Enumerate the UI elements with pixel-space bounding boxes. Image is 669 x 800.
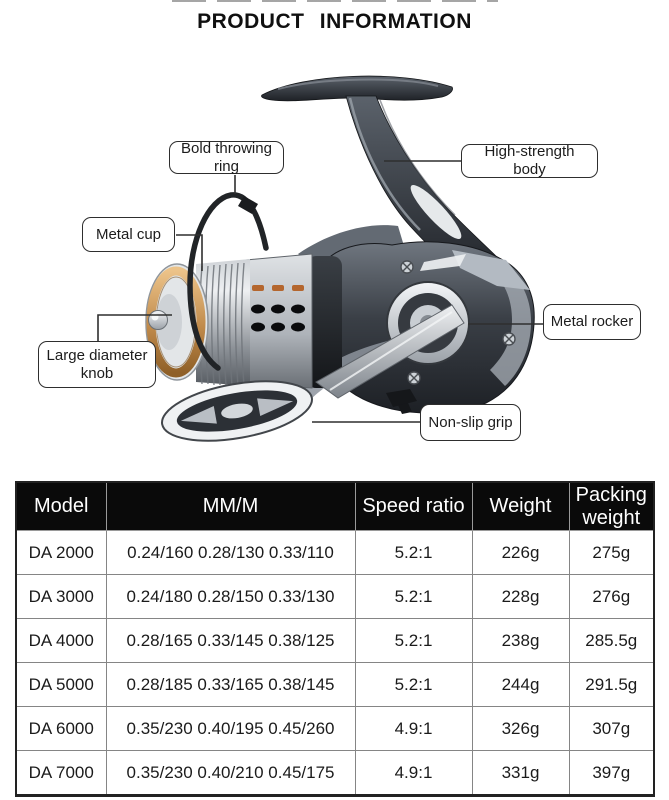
cell-packing-weight: 275g [568, 530, 655, 575]
cell-speed-ratio: 5.2:1 [354, 662, 473, 707]
table-row: DA 6000 0.35/230 0.40/195 0.45/260 4.9:1… [15, 706, 655, 751]
callout-metal-cup: Metal cup [82, 217, 175, 252]
table-row: DA 3000 0.24/180 0.28/150 0.33/130 5.2:1… [15, 574, 655, 619]
reel-stem [345, 95, 502, 287]
bail-throwing-ring [187, 192, 269, 371]
cell-speed-ratio: 5.2:1 [354, 618, 473, 663]
table-row: DA 4000 0.28/165 0.33/145 0.38/125 5.2:1… [15, 618, 655, 663]
connector-metal-cup [176, 234, 203, 271]
table-row: DA 5000 0.28/185 0.33/165 0.38/145 5.2:1… [15, 662, 655, 707]
callout-non-slip-grip: Non-slip grip [420, 404, 521, 441]
cell-mm-m: 0.24/160 0.28/130 0.33/110 [105, 530, 356, 575]
cell-packing-weight: 276g [568, 574, 655, 619]
cell-model: DA 2000 [15, 530, 107, 575]
callout-metal-rocker: Metal rocker [543, 304, 641, 340]
cell-mm-m: 0.28/165 0.33/145 0.38/125 [105, 618, 356, 663]
col-header-packing-weight: Packing weight [568, 481, 655, 531]
cell-mm-m: 0.28/185 0.33/165 0.38/145 [105, 662, 356, 707]
cell-speed-ratio: 4.9:1 [354, 750, 473, 796]
col-header-model: Model [15, 481, 107, 531]
large-diameter-knob-dome [148, 310, 168, 330]
cell-weight: 326g [471, 706, 570, 751]
callout-connector-lines [97, 160, 543, 423]
cell-model: DA 6000 [15, 706, 107, 751]
cell-speed-ratio: 5.2:1 [354, 530, 473, 575]
cell-mm-m: 0.35/230 0.40/195 0.45/260 [105, 706, 356, 751]
cell-speed-ratio: 5.2:1 [354, 574, 473, 619]
reel-spool [145, 253, 342, 389]
spec-table-header-row: Model MM/M Speed ratio Weight Packing we… [15, 481, 655, 531]
callout-large-diameter-knob: Large diameter knob [38, 341, 156, 388]
cell-packing-weight: 307g [568, 706, 655, 751]
cell-mm-m: 0.24/180 0.28/150 0.33/130 [105, 574, 356, 619]
table-row: DA 2000 0.24/160 0.28/130 0.33/110 5.2:1… [15, 530, 655, 575]
cell-packing-weight: 291.5g [568, 662, 655, 707]
handle-knob-non-slip-grip [161, 380, 313, 442]
cell-model: DA 7000 [15, 750, 107, 796]
col-header-speed-ratio: Speed ratio [354, 481, 473, 531]
callout-high-strength-body: High-strength body [461, 143, 598, 178]
rotor-holes [251, 285, 305, 332]
connector-large-diameter-knob [97, 314, 172, 342]
callout-bold-throwing-ring: Bold throwing ring [169, 140, 284, 175]
spec-table: Model MM/M Speed ratio Weight Packing we… [15, 481, 655, 797]
table-row: DA 7000 0.35/230 0.40/210 0.45/175 4.9:1… [15, 750, 655, 796]
reel-foot [261, 75, 453, 102]
cropped-top-decoration [172, 0, 498, 2]
cell-model: DA 4000 [15, 618, 107, 663]
cell-model: DA 5000 [15, 662, 107, 707]
cell-weight: 238g [471, 618, 570, 663]
cell-speed-ratio: 4.9:1 [354, 706, 473, 751]
cell-weight: 228g [471, 574, 570, 619]
cell-packing-weight: 397g [568, 750, 655, 796]
cell-mm-m: 0.35/230 0.40/210 0.45/175 [105, 750, 356, 796]
cell-packing-weight: 285.5g [568, 618, 655, 663]
cell-weight: 244g [471, 662, 570, 707]
handle-rocker [315, 304, 465, 399]
cell-model: DA 3000 [15, 574, 107, 619]
cell-weight: 331g [471, 750, 570, 796]
cell-weight: 226g [471, 530, 570, 575]
col-header-weight: Weight [471, 481, 570, 531]
col-header-mm-m: MM/M [105, 481, 356, 531]
page-title: PRODUCT INFORMATION [197, 10, 472, 33]
